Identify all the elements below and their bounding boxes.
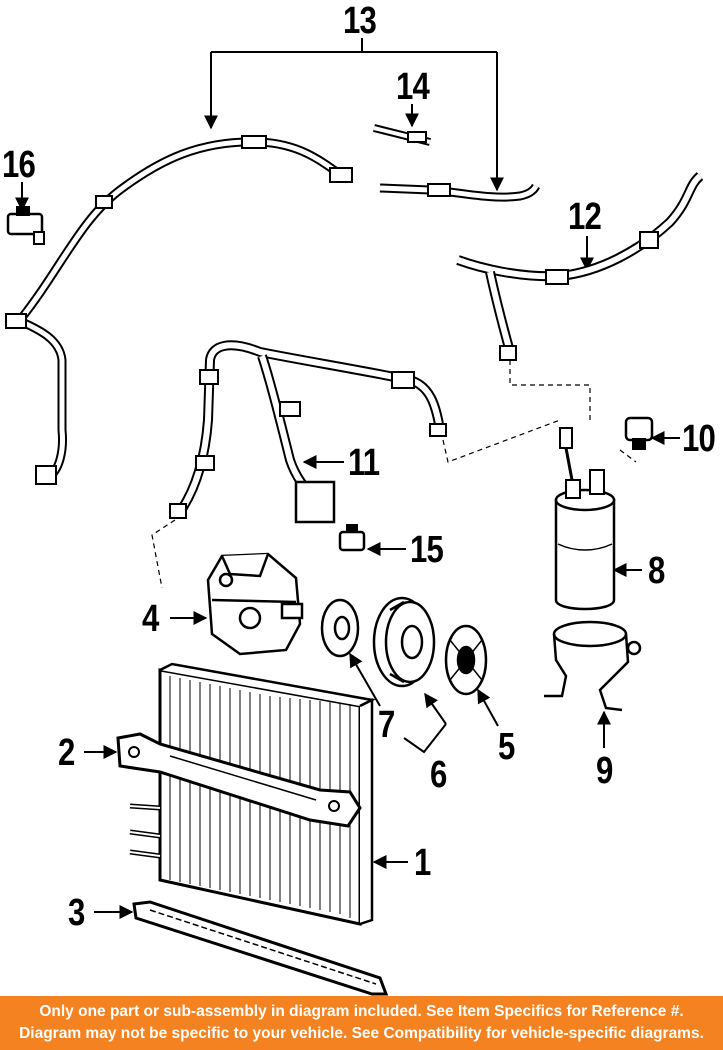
callout-4: 4 xyxy=(142,598,159,640)
seal-3 xyxy=(132,900,389,996)
callout-2: 2 xyxy=(58,732,75,774)
coil-7 xyxy=(320,598,360,658)
callout-8: 8 xyxy=(648,550,665,592)
notice-line-2: Diagram may not be specific to your vehi… xyxy=(19,1025,704,1042)
bracket-2 xyxy=(116,732,362,828)
callout-12: 12 xyxy=(568,196,602,238)
sensor-16 xyxy=(6,206,45,245)
callout-6: 6 xyxy=(430,754,447,796)
accumulator-8 xyxy=(554,427,616,611)
callout-10: 10 xyxy=(682,418,716,460)
hose-assembly-13b xyxy=(379,183,541,202)
callout-7: 7 xyxy=(378,704,395,746)
compressor-4 xyxy=(206,552,304,656)
clutch-plate-5 xyxy=(444,624,488,696)
pulley-6 xyxy=(372,596,436,688)
callout-9: 9 xyxy=(596,750,613,792)
callout-15: 15 xyxy=(410,529,444,571)
callout-13: 13 xyxy=(343,0,377,42)
valve-14 xyxy=(373,124,431,146)
notice-banner: Only one part or sub-assembly in diagram… xyxy=(0,996,723,1050)
switch-10 xyxy=(624,416,654,450)
hose-assembly-12 xyxy=(456,172,704,361)
assembly-dash-lines xyxy=(151,360,637,589)
callout-14: 14 xyxy=(396,66,430,108)
notice-line-1: Only one part or sub-assembly in diagram… xyxy=(39,1003,684,1020)
callout-1: 1 xyxy=(414,842,431,884)
leader-lines xyxy=(15,38,680,919)
callout-5: 5 xyxy=(498,726,515,768)
switch-15 xyxy=(338,524,366,552)
bracket-9 xyxy=(544,620,642,712)
hose-assembly-11 xyxy=(169,340,447,524)
callout-11: 11 xyxy=(348,442,380,484)
ac-parts-diagram xyxy=(5,38,704,996)
callout-16: 16 xyxy=(2,144,36,186)
hose-assembly-13 xyxy=(5,135,353,485)
callout-3: 3 xyxy=(68,892,85,934)
